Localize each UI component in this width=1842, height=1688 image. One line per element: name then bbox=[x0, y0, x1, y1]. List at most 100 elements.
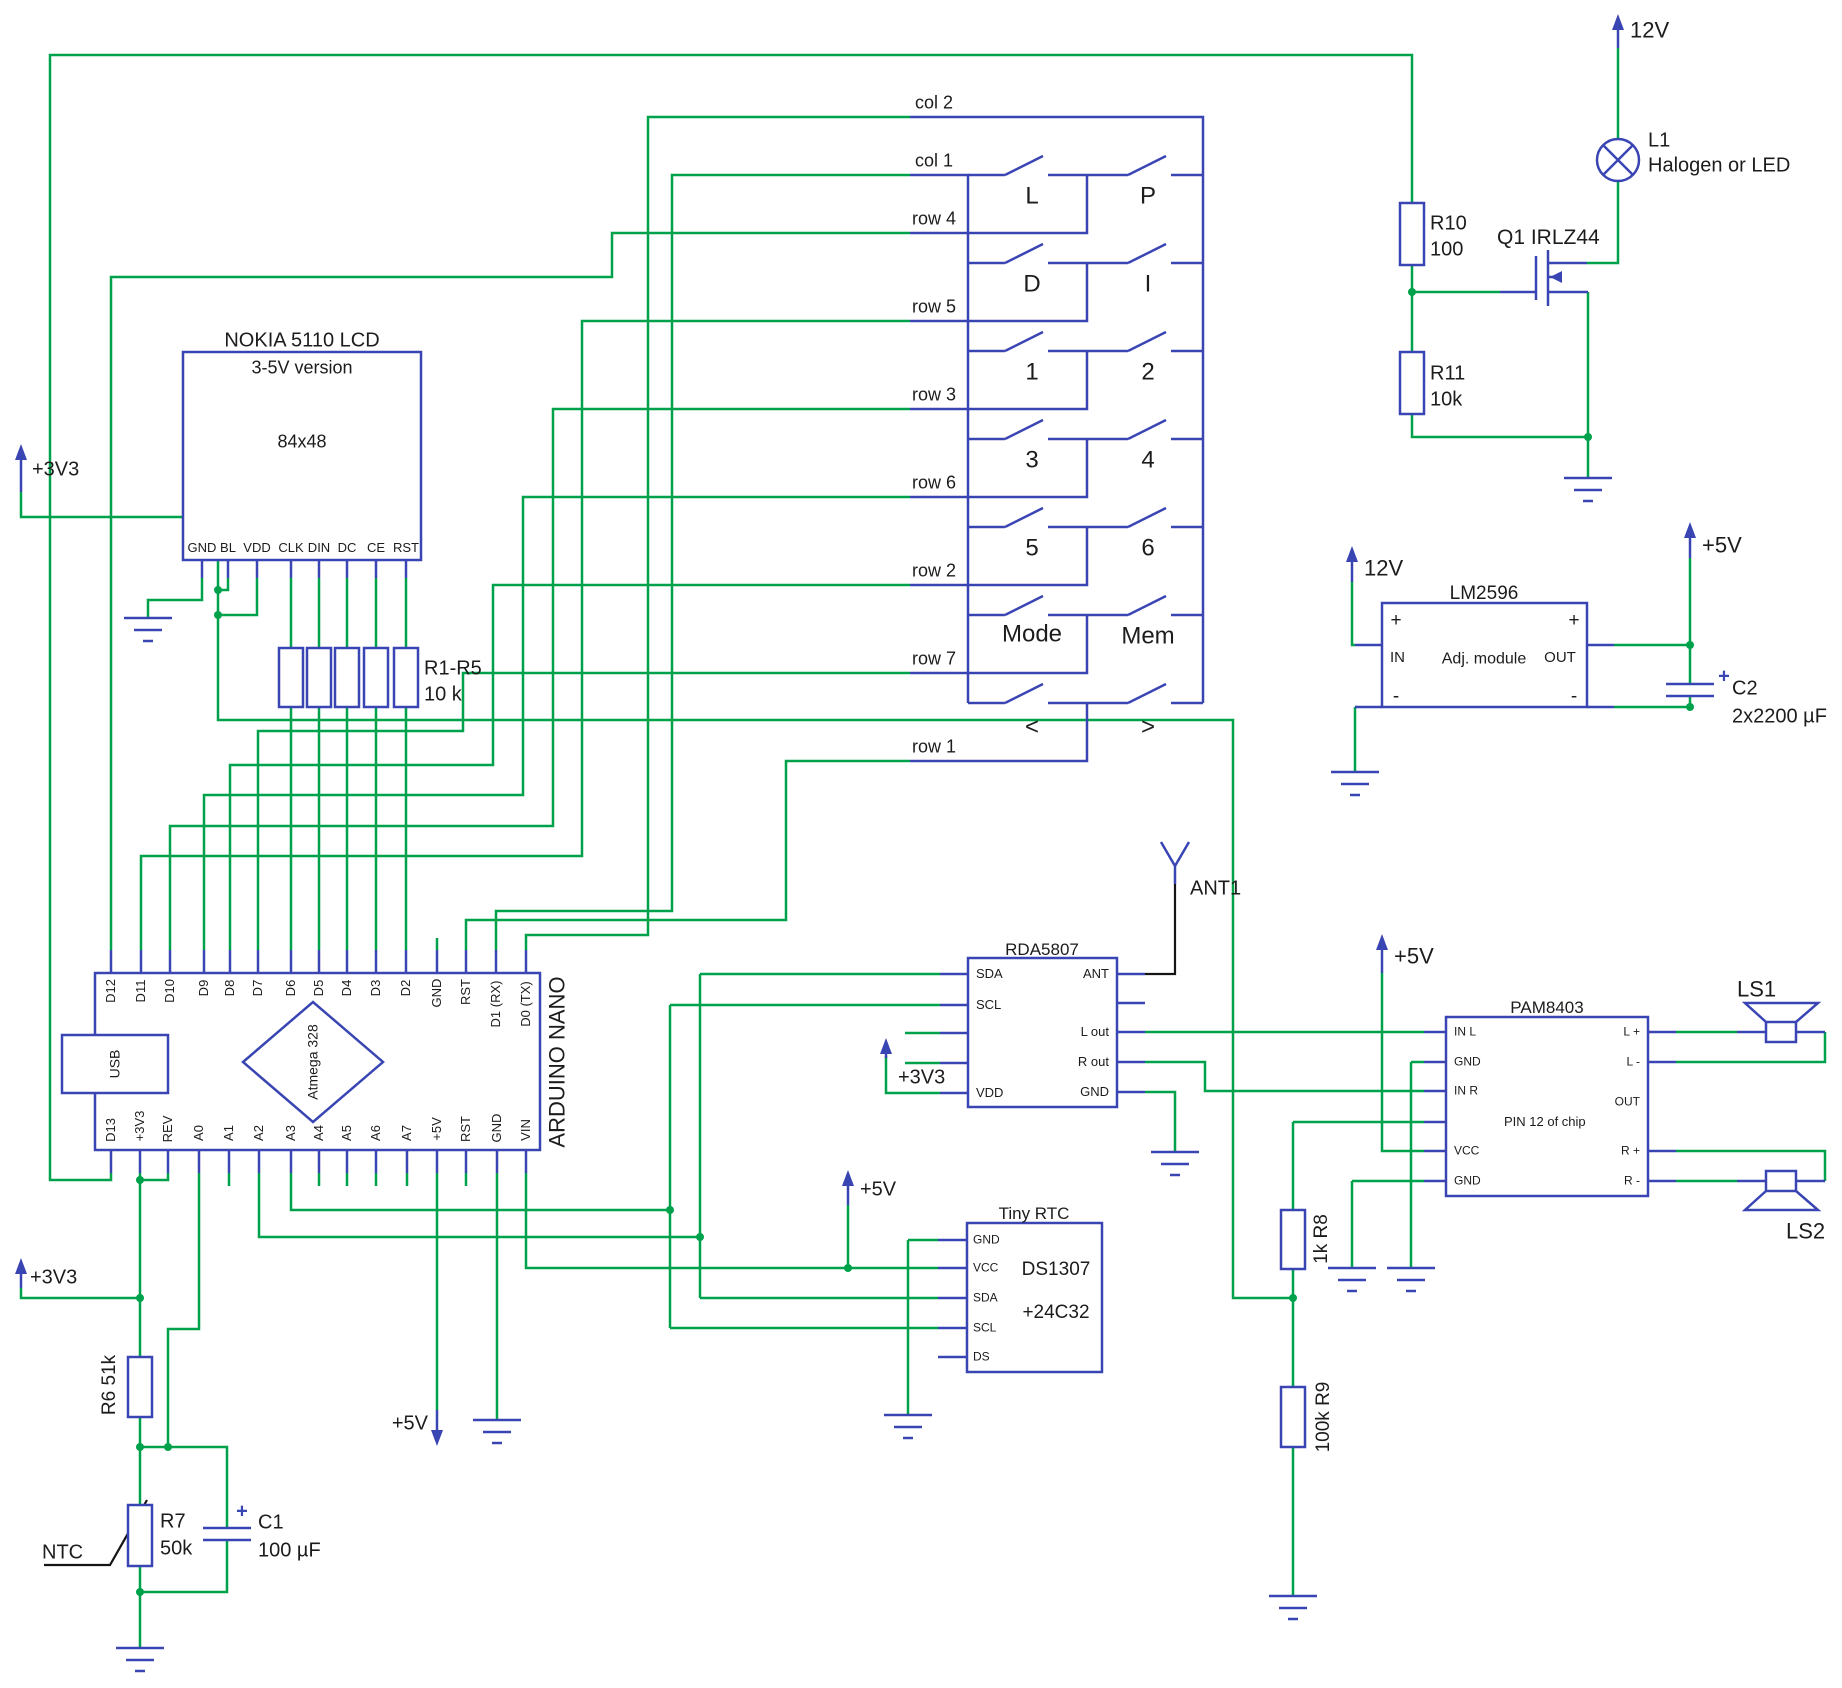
key-d: D bbox=[1023, 270, 1041, 298]
rail-5v-lm: +5V bbox=[1702, 532, 1742, 558]
rail-5v-rtc: +5V bbox=[860, 1178, 897, 1201]
resistor-r6 bbox=[126, 1355, 154, 1419]
green-wires bbox=[19, 48, 1827, 1648]
r8-label: 1k R8 bbox=[1311, 1214, 1333, 1264]
net-row7: row 7 bbox=[911, 648, 957, 669]
rtc-sda: SDA bbox=[973, 1290, 998, 1305]
pin-rst-bottom: RST bbox=[458, 1116, 474, 1142]
key-4: 4 bbox=[1141, 446, 1155, 474]
r7-ref: R7 bbox=[160, 1510, 186, 1533]
pin-d12: D12 bbox=[103, 979, 119, 1003]
pin-d1rx: D1 (RX) bbox=[488, 980, 504, 1028]
pin-a0: A0 bbox=[191, 1125, 207, 1141]
pam-inl: IN L bbox=[1454, 1024, 1477, 1039]
pam-pin12: PIN 12 of chip bbox=[1504, 1114, 1586, 1130]
pin-d13: D13 bbox=[103, 1118, 119, 1142]
lcd-pin-ce: CE bbox=[366, 540, 386, 556]
pin-a5: A5 bbox=[339, 1125, 355, 1141]
resistor-r2 bbox=[305, 646, 333, 709]
ls1-label: LS1 bbox=[1737, 976, 1777, 1002]
rtc-title: Tiny RTC bbox=[998, 1204, 1070, 1224]
net-row1: row 1 bbox=[911, 736, 957, 757]
rail-3v3-rda: +3V3 bbox=[898, 1066, 946, 1089]
resistor-r10 bbox=[1398, 201, 1426, 267]
lm2596-module: Adj. module bbox=[1441, 650, 1527, 668]
blue-wires bbox=[19, 24, 1825, 1673]
rtc-eeprom: +24C32 bbox=[1022, 1302, 1090, 1324]
rail-5v-arduino: +5V bbox=[391, 1412, 428, 1435]
rda-sda: SDA bbox=[976, 966, 1003, 982]
lm2596-box bbox=[1380, 601, 1589, 709]
pam-gnd2: GND bbox=[1454, 1173, 1481, 1188]
resistor-r11 bbox=[1398, 350, 1426, 416]
resistor-r3 bbox=[333, 646, 361, 709]
lcd-box bbox=[181, 350, 423, 562]
pam-inr: IN R bbox=[1454, 1083, 1478, 1098]
r9-label: 100k R9 bbox=[1313, 1381, 1335, 1453]
usb-label: USB bbox=[106, 1049, 123, 1079]
pin-d5: D5 bbox=[311, 979, 327, 997]
speaker-ls2 bbox=[1764, 1169, 1798, 1193]
component-bodies bbox=[60, 137, 1798, 1568]
pin-3v3: +3V3 bbox=[132, 1110, 148, 1142]
pam-gnd1: GND bbox=[1454, 1054, 1481, 1069]
mcu-label: Atmega 328 bbox=[304, 1024, 321, 1100]
lm2596-out-minus: - bbox=[1570, 686, 1578, 708]
pin-gnd-bottom: GND bbox=[489, 1113, 505, 1143]
net-row2: row 2 bbox=[911, 560, 957, 581]
key-6: 6 bbox=[1141, 534, 1155, 562]
pin-a7: A7 bbox=[399, 1125, 415, 1141]
lm2596-out: OUT bbox=[1544, 649, 1576, 667]
rtc-scl: SCL bbox=[973, 1320, 997, 1335]
rtc-vcc: VCC bbox=[973, 1260, 999, 1275]
r1r5-ref: R1-R5 bbox=[424, 657, 482, 680]
lcd-pin-gnd: GND bbox=[187, 540, 217, 556]
resistor-r4 bbox=[362, 646, 390, 709]
key-3: 3 bbox=[1025, 446, 1039, 474]
pam-vcc: VCC bbox=[1454, 1143, 1480, 1158]
pin-a3: A3 bbox=[283, 1125, 299, 1141]
rda-vdd: VDD bbox=[976, 1085, 1004, 1101]
resistor-r7-ntc bbox=[126, 1503, 154, 1568]
c2-ref: C2 bbox=[1732, 677, 1758, 700]
c2-polarity: + bbox=[1718, 665, 1730, 688]
arduino-title: ARDUINO NANO bbox=[544, 976, 570, 1148]
key-mode: Mode bbox=[1001, 620, 1063, 648]
rail-5v-pam: +5V bbox=[1394, 943, 1434, 969]
pam-title: PAM8403 bbox=[1510, 998, 1584, 1018]
component-details bbox=[1602, 144, 1822, 1212]
ntc-label: NTC bbox=[42, 1541, 84, 1564]
key-l: L bbox=[1025, 182, 1039, 210]
lm2596-title: LM2596 bbox=[1449, 583, 1519, 605]
pam-lplus: L + bbox=[1623, 1024, 1640, 1039]
pin-d10: D10 bbox=[162, 979, 178, 1003]
rail-12v-top: 12V bbox=[1630, 17, 1670, 43]
lamp-type: Halogen or LED bbox=[1648, 154, 1791, 177]
pam-rplus: R + bbox=[1620, 1143, 1640, 1158]
lcd-title: NOKIA 5110 LCD bbox=[224, 329, 380, 352]
resistor-r9 bbox=[1279, 1385, 1307, 1449]
key-1: 1 bbox=[1025, 358, 1039, 386]
pin-5v: +5V bbox=[429, 1117, 445, 1141]
r11-ref: R11 bbox=[1430, 362, 1466, 385]
rda-lout: L out bbox=[1080, 1024, 1109, 1040]
pin-d7: D7 bbox=[250, 979, 266, 997]
pam-rminus: R - bbox=[1624, 1173, 1640, 1188]
lcd-pin-vdd: VDD bbox=[243, 540, 271, 556]
pin-d8: D8 bbox=[222, 979, 238, 997]
ls2-label: LS2 bbox=[1786, 1218, 1826, 1244]
pin-d2: D2 bbox=[398, 979, 414, 997]
net-row3: row 3 bbox=[911, 384, 957, 405]
c1-ref: C1 bbox=[258, 1511, 284, 1534]
pin-d6: D6 bbox=[283, 979, 299, 997]
net-col2: col 2 bbox=[914, 92, 954, 113]
net-col1: col 1 bbox=[914, 150, 954, 171]
junction-dots bbox=[136, 288, 1694, 1596]
atmega-diamond bbox=[241, 1000, 385, 1124]
mosfet-label: Q1 IRLZ44 bbox=[1497, 225, 1600, 249]
rail-3v3-bottom: +3V3 bbox=[30, 1266, 78, 1289]
key-p: P bbox=[1139, 182, 1157, 210]
lm2596-in-plus: + bbox=[1390, 610, 1402, 632]
